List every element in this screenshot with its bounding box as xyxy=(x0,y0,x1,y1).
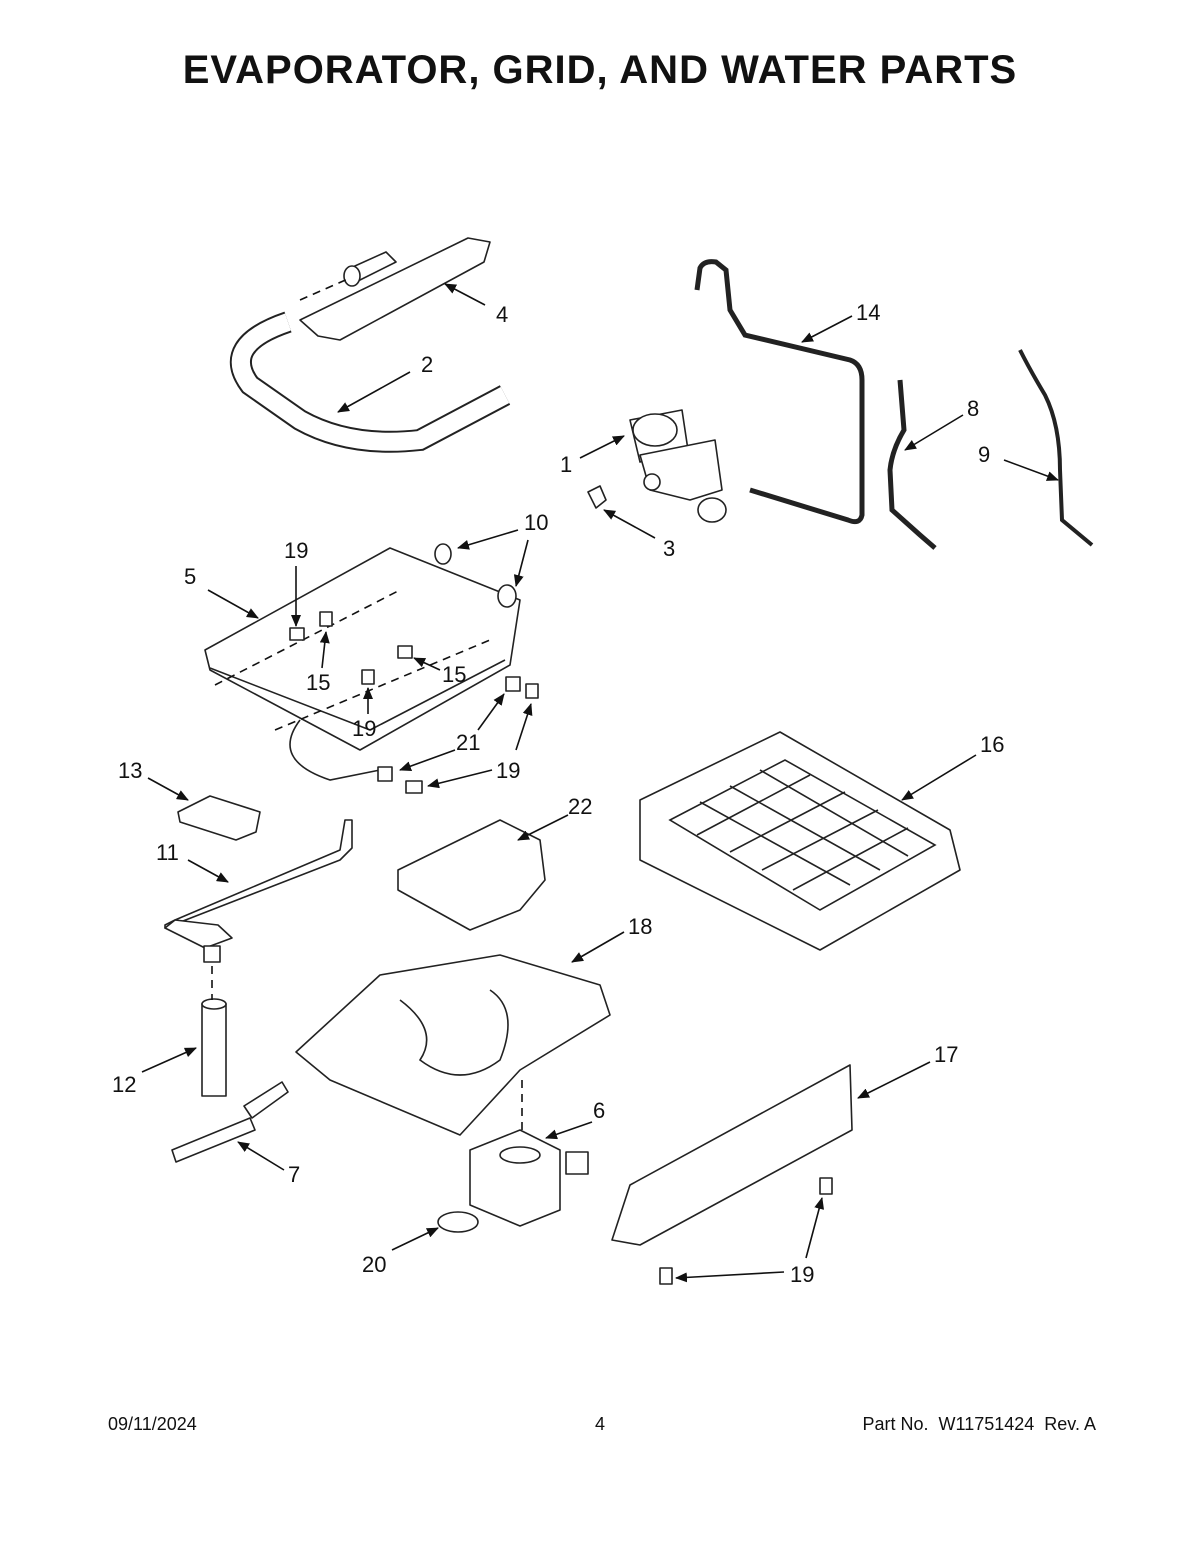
callout-19-c: 19 xyxy=(496,758,520,783)
callout-14: 14 xyxy=(856,300,880,325)
callout-19-a: 19 xyxy=(284,538,308,563)
callout-19-b: 19 xyxy=(352,716,376,741)
callout-11: 11 xyxy=(156,840,179,865)
callout-19-d: 19 xyxy=(790,1262,814,1287)
part-22-drawing xyxy=(397,819,546,931)
footer-part-number: W11751424 xyxy=(938,1414,1035,1434)
callout-10: 10 xyxy=(524,510,548,535)
callout-8: 8 xyxy=(967,396,979,421)
part-2-drawing xyxy=(229,311,511,453)
callout-17: 17 xyxy=(934,1042,958,1067)
part-13-drawing xyxy=(177,795,261,841)
part-3-drawing xyxy=(587,485,607,509)
part-1-drawing xyxy=(629,409,727,523)
callout-6: 6 xyxy=(593,1098,605,1123)
footer-part-label: Part No. xyxy=(862,1414,929,1434)
screws-drawing xyxy=(289,611,539,794)
part-9-drawing xyxy=(1018,349,1094,547)
leader-lines xyxy=(141,283,1059,1283)
part-8-drawing xyxy=(887,379,937,550)
part-5-drawing xyxy=(204,547,521,781)
callout-18: 18 xyxy=(628,914,652,939)
callout-4: 4 xyxy=(496,302,508,327)
footer-date: 09/11/2024 xyxy=(108,1414,197,1434)
part-16-drawing xyxy=(639,731,961,951)
page-title: EVAPORATOR, GRID, AND WATER PARTS xyxy=(182,48,1018,92)
part-14-drawing xyxy=(694,259,865,525)
callout-15-b: 15 xyxy=(442,662,466,687)
part-17-drawing xyxy=(611,1064,853,1285)
part-18-drawing xyxy=(295,954,611,1136)
callout-22: 22 xyxy=(568,794,592,819)
callout-20: 20 xyxy=(362,1252,386,1277)
part-12-drawing xyxy=(201,966,227,1097)
callout-9: 9 xyxy=(978,442,990,467)
part-10-drawing xyxy=(434,543,517,608)
callout-7: 7 xyxy=(288,1162,300,1187)
callout-3: 3 xyxy=(663,536,675,561)
callout-1: 1 xyxy=(560,452,572,477)
part-7-drawing xyxy=(171,1081,289,1163)
footer-part-info: Part No. W11751424 Rev. A xyxy=(863,1414,1096,1435)
part-21-drawing xyxy=(377,676,521,782)
part-11-drawing xyxy=(164,819,353,963)
part-4-drawing xyxy=(299,237,491,341)
callout-12: 12 xyxy=(112,1072,136,1097)
callout-15-a: 15 xyxy=(306,670,330,695)
callout-13: 13 xyxy=(118,758,142,783)
footer-revision: Rev. A xyxy=(1044,1414,1096,1434)
footer-page-number: 4 xyxy=(595,1414,606,1434)
callout-2: 2 xyxy=(421,352,433,377)
callout-16: 16 xyxy=(980,732,1004,757)
callout-21: 21 xyxy=(456,730,480,755)
callout-5: 5 xyxy=(184,564,196,589)
part-20-drawing xyxy=(437,1211,479,1233)
part-6-drawing xyxy=(469,1129,589,1227)
callout-labels: 4 2 14 1 8 9 3 10 5 19 15 15 19 21 19 13… xyxy=(112,300,1004,1287)
